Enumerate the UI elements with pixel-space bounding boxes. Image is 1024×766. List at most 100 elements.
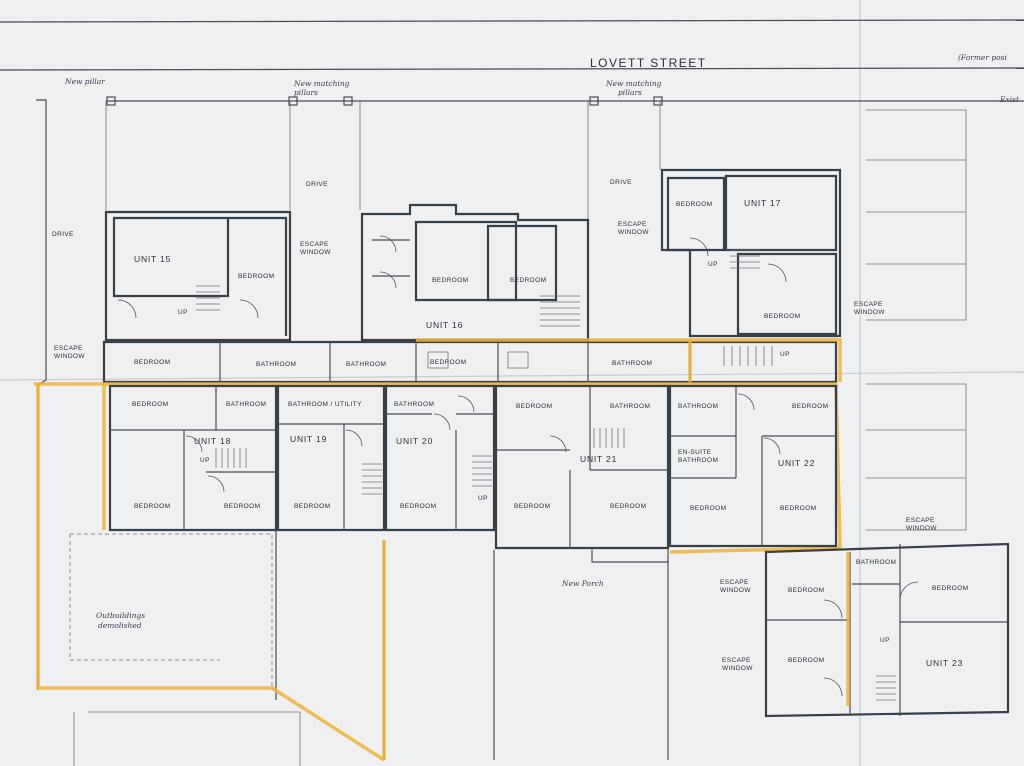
- door-swing: [767, 263, 787, 283]
- door-swing: [117, 299, 137, 319]
- door-swing: [549, 435, 567, 453]
- room-label-bedroom: BEDROOM: [294, 503, 330, 510]
- highlight-boundary: [36, 384, 274, 690]
- unit-15-bedroom-wall: [228, 216, 288, 336]
- stairs: [593, 428, 625, 448]
- room-label-bathroom: BATHROOM: [346, 361, 386, 368]
- pillar: [288, 96, 298, 106]
- unit-17-bedroom: [736, 252, 838, 336]
- escape-window-label: WINDOW: [54, 353, 85, 360]
- stairs: [362, 463, 382, 495]
- room-label-bedroom: BEDROOM: [764, 313, 800, 320]
- unit-22-outline: [668, 384, 838, 548]
- room-label-bathroom: BATHROOM: [856, 559, 896, 566]
- door-swing: [763, 437, 781, 455]
- highlight-boundary: [690, 338, 842, 382]
- stairs: [196, 285, 220, 311]
- note-outbuildings-1: Outbuildings: [96, 611, 145, 620]
- door-swing: [433, 413, 451, 431]
- drive-label: DRIVE: [610, 179, 632, 186]
- stairs: [215, 448, 247, 468]
- room-label-bedroom: BEDROOM: [514, 503, 550, 510]
- stairs-up-label: UP: [780, 351, 790, 358]
- note-existing: Exist: [999, 95, 1020, 104]
- unit-17-main: [724, 174, 838, 252]
- unit-17-bedroom-small: [666, 176, 726, 252]
- unit-23-outline: [764, 542, 1010, 718]
- room-label-bedroom: BEDROOM: [134, 503, 170, 510]
- escape-window-label: ESCAPE: [618, 221, 647, 228]
- unit-15-outline: [104, 210, 292, 342]
- stairs: [723, 346, 773, 366]
- door-swing: [207, 475, 225, 493]
- unit-21-label: UNIT 21: [580, 454, 617, 464]
- escape-window-label: ESCAPE: [906, 517, 935, 524]
- unit-19-label: UNIT 19: [290, 434, 327, 444]
- room-label-bedroom: BEDROOM: [432, 277, 468, 284]
- ensuite-label-line1: EN-SUITE: [678, 449, 712, 456]
- note-matching-pillars-1b: pillars: [294, 88, 318, 97]
- highlight-boundary: [34, 382, 842, 554]
- note-new-porch: New Porch: [561, 579, 604, 588]
- door-swing: [185, 435, 203, 453]
- room-label-bedroom: BEDROOM: [780, 505, 816, 512]
- stairs: [540, 295, 580, 327]
- note-outbuildings-2: demolished: [98, 621, 142, 630]
- unit-20-outline: [384, 384, 496, 532]
- unit-15-label: UNIT 15: [134, 254, 171, 264]
- stairs-up-label: UP: [478, 495, 488, 502]
- room-label-bedroom: BEDROOM: [690, 505, 726, 512]
- room-label-bedroom: BEDROOM: [788, 657, 824, 664]
- room-label-bathroom-utility: BATHROOM / UTILITY: [288, 401, 362, 408]
- new-porch: [591, 548, 669, 563]
- escape-window-label: ESCAPE: [300, 241, 329, 248]
- door-swing: [379, 271, 397, 289]
- rear-boundary: [88, 711, 301, 766]
- room-label-bathroom: BATHROOM: [610, 403, 650, 410]
- parking-outline: [866, 383, 967, 531]
- room-label-bedroom: BEDROOM: [792, 403, 828, 410]
- unit-19-outline: [276, 384, 386, 532]
- street-name: LOVETT STREET: [590, 56, 707, 70]
- unit-23-label: UNIT 23: [926, 658, 963, 668]
- door-swing: [823, 599, 843, 619]
- room-label-bathroom: BATHROOM: [256, 361, 296, 368]
- room-label-bedroom: BEDROOM: [788, 587, 824, 594]
- door-swing: [689, 237, 709, 257]
- room-label-bathroom: BATHROOM: [394, 401, 434, 408]
- escape-window-label: WINDOW: [722, 665, 753, 672]
- door-swing: [345, 429, 363, 447]
- unit-15-room: [112, 216, 230, 298]
- room-label-bedroom: BEDROOM: [932, 585, 968, 592]
- drive-label: DRIVE: [52, 231, 74, 238]
- unit-16-label: UNIT 16: [426, 320, 463, 330]
- pillar: [653, 96, 663, 106]
- door-swing: [737, 393, 755, 411]
- door-swing: [457, 395, 475, 413]
- middle-strip: [102, 340, 838, 384]
- outbuildings-outline: [69, 534, 220, 661]
- escape-window-label: ESCAPE: [722, 657, 751, 664]
- room-label-bedroom: BEDROOM: [400, 503, 436, 510]
- stairs-up-label: UP: [200, 457, 210, 464]
- pillar: [343, 96, 353, 106]
- door-swing: [239, 299, 259, 319]
- room-label-bedroom: BEDROOM: [516, 403, 552, 410]
- escape-window-label: ESCAPE: [720, 579, 749, 586]
- room-label-bedroom: BEDROOM: [510, 277, 546, 284]
- room-label-bedroom: BEDROOM: [238, 273, 274, 280]
- unit-18-label: UNIT 18: [194, 436, 231, 446]
- room-label-bathroom: BATHROOM: [612, 360, 652, 367]
- paper-fold-line: [0, 371, 1024, 381]
- stairs-up-label: UP: [708, 261, 718, 268]
- ensuite-label-line2: BATHROOM: [678, 457, 718, 464]
- note-former: (Former posi: [958, 53, 1008, 62]
- room-label-bedroom: BEDROOM: [676, 201, 712, 208]
- note-matching-pillars-2b: pillars: [618, 88, 642, 97]
- stairs: [730, 249, 760, 269]
- rooflight: [427, 351, 449, 369]
- street-line: [0, 19, 1024, 23]
- room-label-bedroom: BEDROOM: [224, 503, 260, 510]
- note-new-pillar: New pillar: [64, 77, 105, 86]
